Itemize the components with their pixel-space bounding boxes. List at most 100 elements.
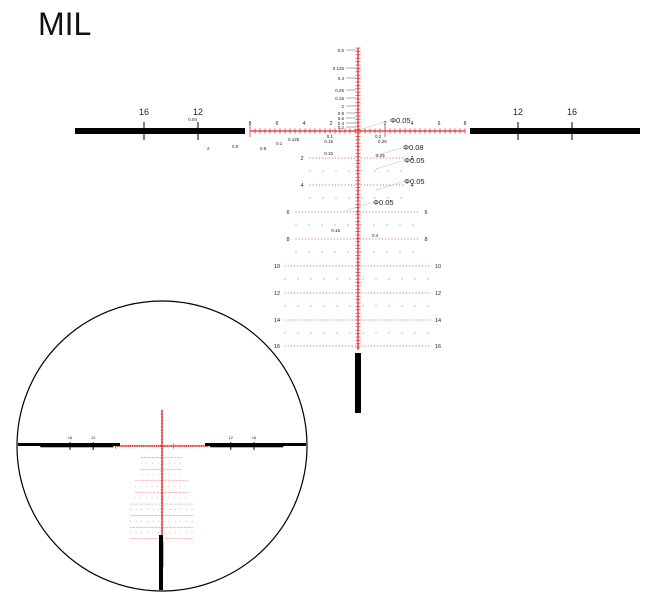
holdover-dot bbox=[377, 345, 379, 347]
holdover-dot bbox=[326, 319, 328, 321]
holdover-dot bbox=[332, 345, 334, 347]
holdover-dot bbox=[165, 492, 166, 493]
holdover-dot bbox=[349, 305, 351, 307]
holdover-dot bbox=[399, 251, 401, 253]
holdover-dot bbox=[395, 157, 397, 159]
holdover-dot bbox=[322, 345, 324, 347]
holdover-dot bbox=[401, 211, 403, 213]
holdover-dot bbox=[163, 474, 165, 476]
dot-callout-leader bbox=[361, 120, 389, 130]
holdover-dot bbox=[151, 480, 153, 482]
holdover-dot bbox=[135, 509, 137, 510]
holdover-dot bbox=[370, 345, 372, 347]
holdover-dot bbox=[344, 157, 346, 159]
holdover-dot bbox=[180, 492, 182, 493]
holdover-dot bbox=[141, 480, 143, 482]
holdover-dot bbox=[290, 319, 292, 321]
holdover-dot bbox=[168, 492, 169, 493]
holdover-dot bbox=[386, 292, 388, 294]
holdover-dot bbox=[180, 468, 182, 470]
holdover-dot bbox=[294, 345, 296, 347]
holdover-dot bbox=[374, 265, 376, 267]
holdover-dot bbox=[316, 319, 318, 321]
holdover-dot bbox=[351, 265, 353, 267]
holdover-dot bbox=[325, 184, 327, 186]
center-callout: 0.4 bbox=[372, 233, 379, 238]
dot-callout-leader bbox=[374, 147, 402, 157]
holdover-dot bbox=[354, 184, 356, 186]
holdover-dot bbox=[308, 251, 310, 253]
holdover-dot bbox=[322, 197, 324, 199]
holdover-dot bbox=[163, 520, 165, 522]
row-label: 4 bbox=[300, 183, 303, 189]
holdover-dot bbox=[156, 457, 157, 458]
holdover-dot bbox=[178, 538, 180, 539]
holdover-dot bbox=[374, 197, 376, 199]
holdover-dot bbox=[407, 238, 409, 240]
holdover-dot bbox=[134, 503, 136, 505]
scope-left-bar bbox=[18, 443, 120, 446]
holdover-dot bbox=[383, 265, 385, 267]
holdover-dot bbox=[427, 332, 429, 334]
holdover-dot bbox=[290, 265, 292, 267]
holdover-dot bbox=[158, 509, 159, 510]
holdover-dot bbox=[297, 278, 299, 280]
holdover-dot bbox=[160, 526, 162, 528]
holdover-dot bbox=[303, 292, 305, 294]
holdover-dot bbox=[375, 305, 377, 307]
holdover-dot bbox=[149, 538, 151, 539]
holdover-dot bbox=[380, 292, 382, 294]
holdover-dot bbox=[186, 509, 187, 510]
holdover-dot bbox=[153, 468, 155, 470]
holdover-dot bbox=[139, 515, 141, 517]
holdover-dot bbox=[297, 345, 299, 347]
holdover-dot bbox=[326, 292, 328, 294]
holdover-dot bbox=[133, 515, 134, 517]
holdover-dot bbox=[168, 515, 170, 517]
holdover-dot bbox=[151, 497, 153, 499]
holdover-dot bbox=[172, 468, 174, 470]
holdover-dot bbox=[399, 224, 401, 226]
holdover-dot bbox=[348, 345, 350, 347]
holdover-dot bbox=[290, 345, 292, 347]
holdover-dot bbox=[309, 157, 311, 159]
holdover-dot bbox=[329, 319, 331, 321]
holdover-dot bbox=[374, 319, 376, 321]
holdover-dot bbox=[183, 492, 184, 493]
holdover-dot bbox=[359, 238, 361, 240]
holdover-dot bbox=[342, 345, 344, 347]
holdover-dot bbox=[294, 319, 296, 321]
holdover-dot bbox=[378, 238, 380, 240]
holdover-dot bbox=[287, 345, 289, 347]
holdover-dot bbox=[364, 265, 366, 267]
holdover-dot bbox=[287, 265, 289, 267]
holdover-dot bbox=[287, 319, 289, 321]
holdover-dot bbox=[187, 492, 188, 493]
vertical-callout: 0.25 bbox=[335, 88, 344, 93]
holdover-dot bbox=[130, 520, 131, 522]
holdover-dot bbox=[130, 509, 131, 510]
holdover-dot bbox=[417, 238, 419, 240]
holdover-dot bbox=[139, 480, 140, 482]
holdover-dot bbox=[284, 292, 286, 294]
holdover-dot bbox=[323, 305, 325, 307]
holdover-dot bbox=[180, 532, 182, 534]
holdover-dot bbox=[174, 503, 175, 505]
holdover-dot bbox=[172, 492, 173, 493]
bar-label: 16 bbox=[567, 107, 577, 117]
holdover-dot bbox=[347, 224, 349, 226]
holdover-dot bbox=[308, 224, 310, 226]
holdover-dot bbox=[404, 211, 406, 213]
holdover-dot bbox=[383, 292, 385, 294]
holdover-dot bbox=[311, 211, 313, 213]
holdover-dot bbox=[300, 345, 302, 347]
center-callout: 0.2 bbox=[375, 134, 382, 139]
holdover-dot bbox=[181, 503, 182, 505]
holdover-dot bbox=[336, 332, 338, 334]
holdover-dot bbox=[380, 265, 382, 267]
page-title: MIL bbox=[38, 6, 92, 42]
holdover-dot bbox=[353, 211, 355, 213]
holdover-dot bbox=[145, 503, 147, 505]
holdover-dot bbox=[422, 345, 424, 347]
holdover-dot bbox=[316, 345, 318, 347]
